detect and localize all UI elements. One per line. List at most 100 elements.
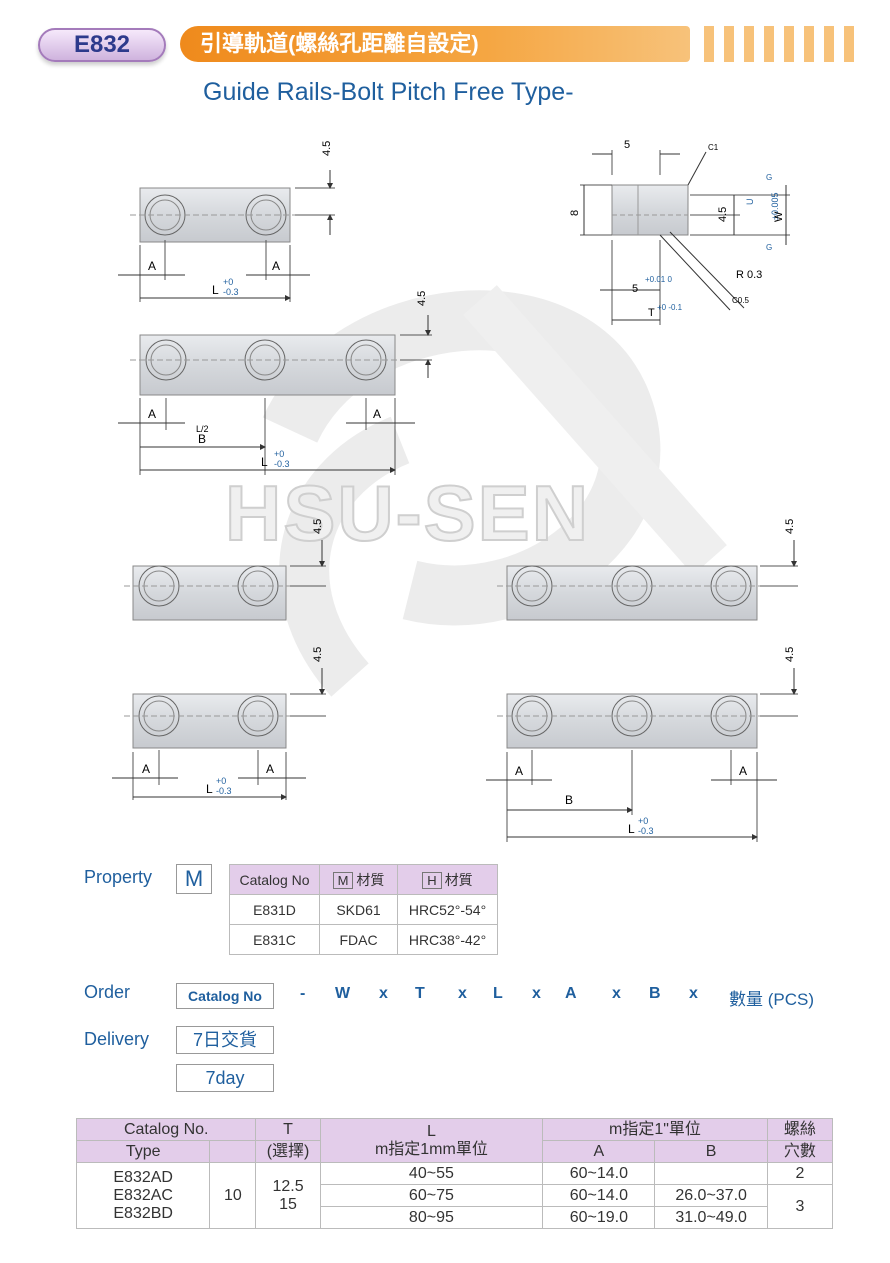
th-holes: 螺絲 (766, 1118, 834, 1141)
table-row: 60~75 60~14.0 26.0~37.0 3 (77, 1184, 834, 1229)
th-t-select: (選擇) (255, 1140, 321, 1163)
dim-a: A (272, 259, 280, 273)
dim-l: L (206, 782, 213, 796)
tol-minus: -0.3 (274, 459, 290, 469)
tol-minus: -0.3 (638, 826, 654, 836)
th-l-main: L (426, 1122, 436, 1140)
section-c1: C1 (708, 143, 719, 152)
b-cell: 26.0~37.0 (654, 1184, 768, 1207)
t-cell: 12.5 15 (255, 1162, 321, 1229)
title-stripe (724, 26, 734, 62)
th-a: A (542, 1140, 656, 1163)
dim-b: B (565, 793, 573, 807)
section-r: R 0.3 (736, 269, 762, 281)
section-ttol: +0 -0.1 (657, 303, 683, 312)
dim-l: L (261, 455, 268, 469)
th-type: Type (75, 1140, 211, 1163)
prop-cell: HRC38°-42° (397, 924, 498, 955)
dim-b: B (198, 432, 206, 446)
title-stripe (744, 26, 754, 62)
type-ac: E832AC (113, 1186, 173, 1204)
type-cell: E832AD E832AC E832BD (75, 1162, 211, 1229)
title-stripe (784, 26, 794, 62)
h-mini-box: H (422, 871, 442, 889)
dim-a: A (373, 407, 381, 421)
order-token: A (565, 985, 577, 1002)
w-cell: 10 (209, 1162, 257, 1229)
rail-drawing-3-hole-top: 4.5 A A L/2 B L +0 -0.3 (118, 291, 432, 475)
l-cell: 60~75 (319, 1184, 544, 1207)
dim-a: A (266, 762, 274, 776)
section-g: G (766, 173, 772, 182)
th-b: B (654, 1140, 768, 1163)
material-code-box: M (176, 864, 212, 894)
th-m: m指定1"單位 (542, 1118, 768, 1141)
t-val: 15 (279, 1195, 297, 1213)
watermark-text: HSU-SEN (224, 468, 591, 558)
b-cell: 31.0~49.0 (654, 1206, 768, 1229)
prop-cell: SKD61 (319, 894, 398, 925)
type-ad: E832AD (113, 1168, 173, 1186)
dim-a: A (515, 764, 523, 778)
tol-minus: -0.3 (223, 287, 239, 297)
section-g: G (766, 243, 772, 252)
dim-a: A (148, 407, 156, 421)
t-val: 12.5 (272, 1177, 304, 1195)
title-stripe (844, 26, 854, 62)
th-l-sub: m指定1mm單位 (374, 1140, 488, 1158)
table-row: E832AD E832AC E832BD 10 12.5 15 40~55 60… (75, 1162, 834, 1229)
order-token: x (458, 985, 467, 1002)
l-cell: 80~95 (319, 1206, 544, 1229)
title-stripe (804, 26, 814, 62)
order-token: x (532, 985, 541, 1002)
order-token: - (300, 985, 306, 1002)
dim-thickness: 4.5 (784, 647, 796, 662)
dim-thickness: 4.5 (784, 519, 796, 534)
tol-plus: +0 (216, 776, 226, 786)
section-wtol: ±0.005 (770, 193, 780, 220)
prop-header-mat: 材質 (444, 871, 473, 888)
section-dim: 5 (632, 283, 638, 295)
rail-drawing-2-hole-top: 4.5 A A L +0 -0.3 (118, 141, 335, 302)
order-catalog-box: Catalog No (176, 983, 274, 1009)
technical-drawings: 4.5 A A L +0 -0.3 4.5 A A L/2 B L +0 - (112, 139, 798, 842)
rail-drawing-3-hole-pair: 4.5 4.5 A A B L +0 -0.3 (486, 519, 798, 842)
delivery-cn-box: 7日交貨 (176, 1026, 274, 1054)
delivery-en-box: 7day (176, 1064, 274, 1092)
order-quantity: 數量 (PCS) (729, 990, 814, 1009)
tol-plus: +0 (223, 277, 233, 287)
dim-half-l: L/2 (196, 424, 209, 434)
delivery-label: Delivery (84, 1029, 150, 1049)
order-token: T (415, 985, 425, 1002)
section-c05: C0.5 (732, 296, 749, 305)
a-cell: 60~14.0 (542, 1162, 656, 1185)
order-token: L (493, 985, 503, 1002)
table-row: E831D SKD61 HRC52°-54° (229, 894, 498, 925)
holes-cell: 3 (766, 1184, 834, 1229)
tol-plus: +0 (638, 816, 648, 826)
order-token: W (335, 985, 351, 1002)
section-tol: +0.01 0 (645, 275, 672, 284)
dim-thickness: 4.5 (416, 291, 428, 306)
rail-cross-section: 5 C1 8 4.5 U ±0.005 W G G R 0.3 C0.5 5 +… (569, 139, 790, 325)
dim-thickness: 4.5 (321, 141, 333, 156)
page-title: 引導軌道(螺絲孔距離自設定) (180, 26, 690, 62)
order-token: x (379, 985, 388, 1002)
order-token: x (689, 985, 698, 1002)
section-w: W (773, 211, 785, 222)
order-label: Order (84, 982, 131, 1002)
th-catalog: Catalog No. (75, 1118, 257, 1141)
dim-thickness: 4.5 (312, 647, 324, 662)
page-subtitle: Guide Rails-Bolt Pitch Free Type- (203, 78, 574, 106)
prop-cell: E831D (229, 894, 320, 925)
prop-cell: E831C (229, 924, 320, 955)
a-cell: 60~14.0 (542, 1184, 656, 1207)
section-t: T (648, 307, 655, 319)
m-mini-box: M (332, 871, 354, 889)
prop-header-mat: 材質 (356, 871, 385, 888)
section-dim: 5 (624, 139, 630, 151)
